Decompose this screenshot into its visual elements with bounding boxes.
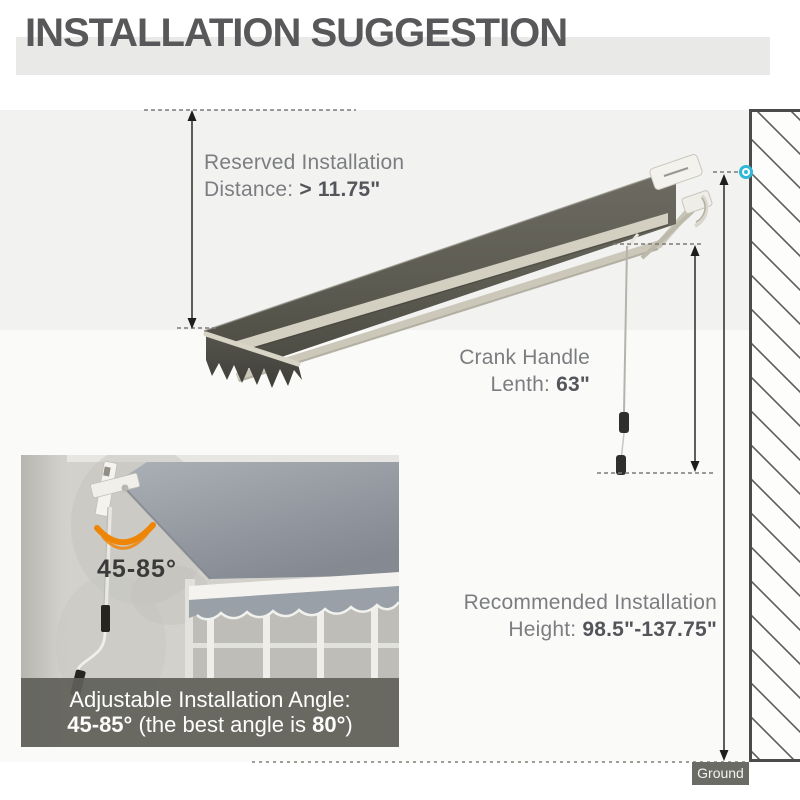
awning-front-tube: [235, 240, 662, 381]
annotation-line1: Crank Handle: [459, 346, 590, 369]
valance-front-bar: [203, 331, 301, 367]
arrow-down-icon: [187, 318, 197, 329]
inset-front-rail: [189, 572, 399, 600]
dim-installation-height: [713, 171, 742, 761]
inset-awning-fabric: [118, 462, 399, 579]
annotation-label: Lenth:: [490, 373, 557, 396]
corner-trim: [185, 579, 195, 679]
awning-tube-shadow: [238, 248, 659, 382]
ground-label: Ground: [692, 762, 749, 785]
caption-line2: 45-85° (the best angle is 80°): [21, 712, 399, 737]
annotation-value: 63": [556, 373, 590, 396]
angle-range-label: 45-85°: [97, 555, 177, 583]
inset-angle-photo: 45-85° Adjustable Installation Angle: 45…: [21, 455, 399, 747]
awning-arm-2: [640, 209, 695, 260]
annotation-value: > 11.75": [299, 178, 381, 201]
caption-end-text: ): [345, 712, 353, 737]
caption-mid-text: (the best angle is: [132, 712, 313, 737]
annotation-label: Distance:: [204, 178, 300, 201]
caption-line1: Adjustable Installation Angle:: [69, 687, 351, 712]
arrow-up-icon: [187, 110, 197, 121]
crank-knob: [616, 455, 626, 475]
awning-front-rail: [220, 213, 668, 357]
caption-best-angle-value: 80°: [312, 712, 346, 737]
annotation-label: Height:: [508, 618, 583, 641]
roll-top-highlight: [203, 168, 677, 332]
mount-bracket: [649, 154, 713, 228]
crank-handle: [616, 233, 640, 475]
wall-section: [749, 109, 800, 762]
rail-shadow-line: [219, 224, 669, 359]
page-title: INSTALLATION SUGGESTION: [25, 11, 568, 55]
annotation-line1: Recommended Installation: [463, 591, 717, 614]
mount-point-marker: [739, 165, 753, 179]
dim-reserved-distance: [144, 109, 356, 329]
angle-arc-icon: [94, 522, 156, 550]
valance-trim: [196, 601, 399, 621]
arrow-up-icon: [690, 245, 700, 256]
awning-valance: [206, 334, 302, 388]
annotation-value: 98.5"-137.75": [582, 618, 717, 641]
arrow-down-icon: [719, 750, 729, 761]
annotation-reserved-distance: Reserved Installation Distance: > 11.75": [204, 149, 434, 203]
header-band: [16, 37, 770, 75]
crank-grip: [619, 412, 629, 433]
annotation-crank-length: Crank Handle Lenth: 63": [418, 344, 590, 398]
dim-crank-length: [597, 243, 713, 474]
arrow-up-icon: [719, 174, 729, 185]
arrow-down-icon: [690, 461, 700, 472]
caption-angle-value: 45-85°: [67, 712, 133, 737]
awning-illustration: [203, 154, 713, 475]
inset-bracket: [90, 461, 141, 517]
inset-valance: [189, 586, 399, 620]
annotation-installation-height: Recommended Installation Height: 98.5"-1…: [427, 589, 717, 643]
annotation-line1: Reserved Installation: [204, 151, 405, 174]
inset-caption: Adjustable Installation Angle: 45-85° (t…: [21, 678, 399, 747]
